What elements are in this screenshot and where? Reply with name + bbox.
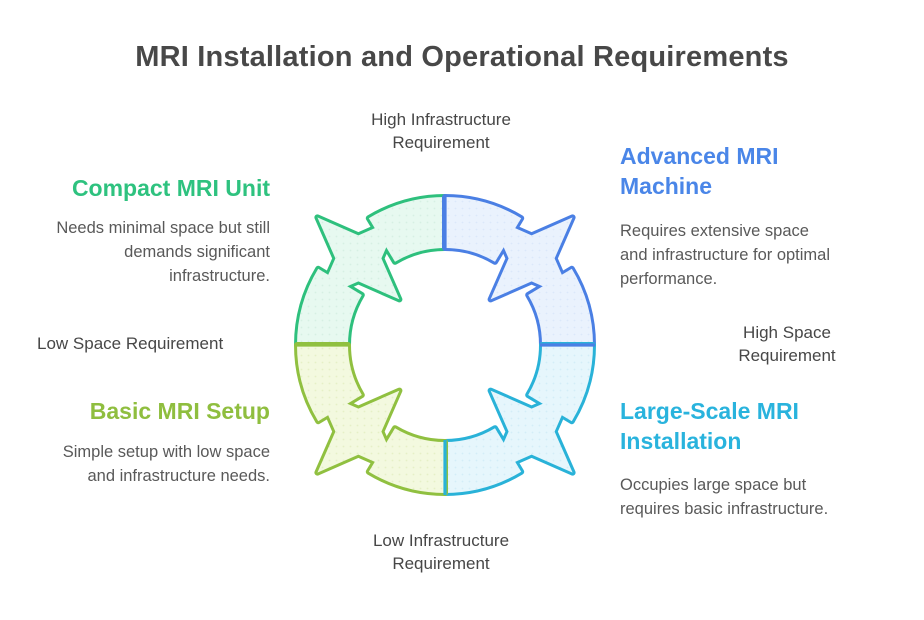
quadrant-heading-compact-mri-unit: Compact MRI Unit (71, 175, 270, 201)
segment-boundaries (295, 195, 595, 495)
quadrant-description-large-scale-mri-installation: Occupies large space but requires basic … (620, 476, 829, 518)
segment-bottom-right (445, 345, 593, 493)
axis-label-high-infrastructure: High Infrastructure Requirement (371, 110, 511, 152)
axis-label-low-space: Low Space Requirement (37, 334, 224, 353)
quadrant-description-basic-mri-setup: Simple setup with low space and infrastr… (62, 443, 270, 485)
quadrant-description-compact-mri-unit: Needs minimal space but still demands si… (56, 219, 270, 285)
page-title: MRI Installation and Operational Require… (135, 41, 789, 73)
quadrant-description-advanced-mri-machine: Requires extensive space and infrastruct… (620, 222, 831, 288)
segment-top-right (445, 197, 593, 345)
segment-bottom-left (297, 345, 445, 493)
cycle-diagram (260, 160, 630, 530)
axis-label-low-infrastructure: Low Infrastructure Requirement (372, 531, 510, 573)
segment-top-left (297, 197, 445, 345)
quadrant-heading-large-scale-mri-installation: Large-Scale MRI Installation (620, 398, 799, 454)
quadrant-heading-advanced-mri-machine: Advanced MRI Machine (620, 143, 779, 199)
axis-label-high-space: High Space Requirement (738, 323, 836, 365)
quadrant-heading-basic-mri-setup: Basic MRI Setup (89, 398, 270, 424)
